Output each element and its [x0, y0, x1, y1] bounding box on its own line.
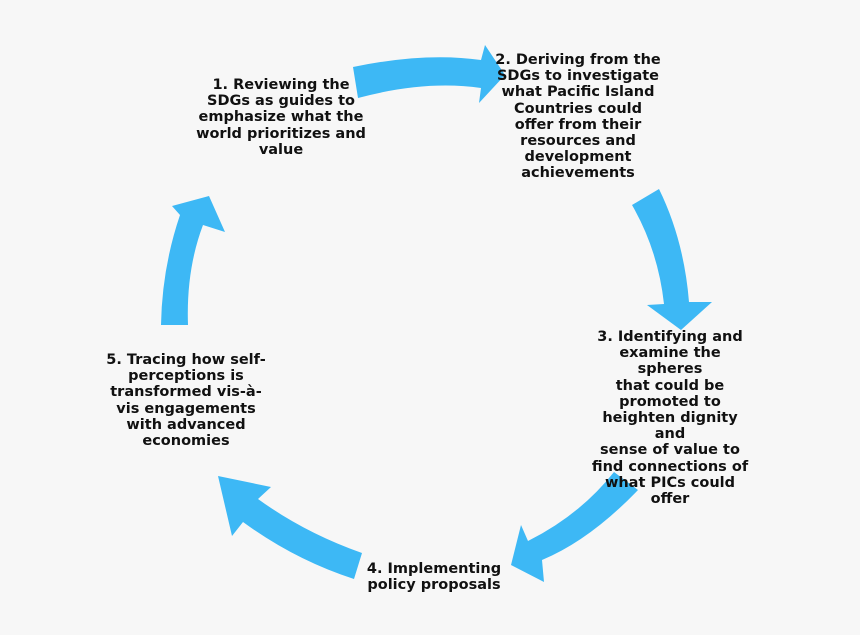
step-5-label: 5. Tracing how self- perceptions is tran… [106, 352, 266, 450]
arrow-step5-to-step1 [161, 196, 225, 325]
step-3-label: 3. Identifying and examine the spheres t… [591, 329, 749, 508]
step-4-label: 4. Implementing policy proposals [366, 561, 502, 594]
step-1-label: 1. Reviewing the SDGs as guides to empha… [196, 77, 366, 158]
arrow-step1-to-step2 [353, 45, 505, 103]
step-2-label: 2. Deriving from the SDGs to investigate… [495, 52, 661, 182]
arrow-step4-to-step5 [218, 476, 362, 579]
arrow-step3-to-step4 [511, 472, 638, 582]
arrow-step2-to-step3 [632, 189, 712, 330]
